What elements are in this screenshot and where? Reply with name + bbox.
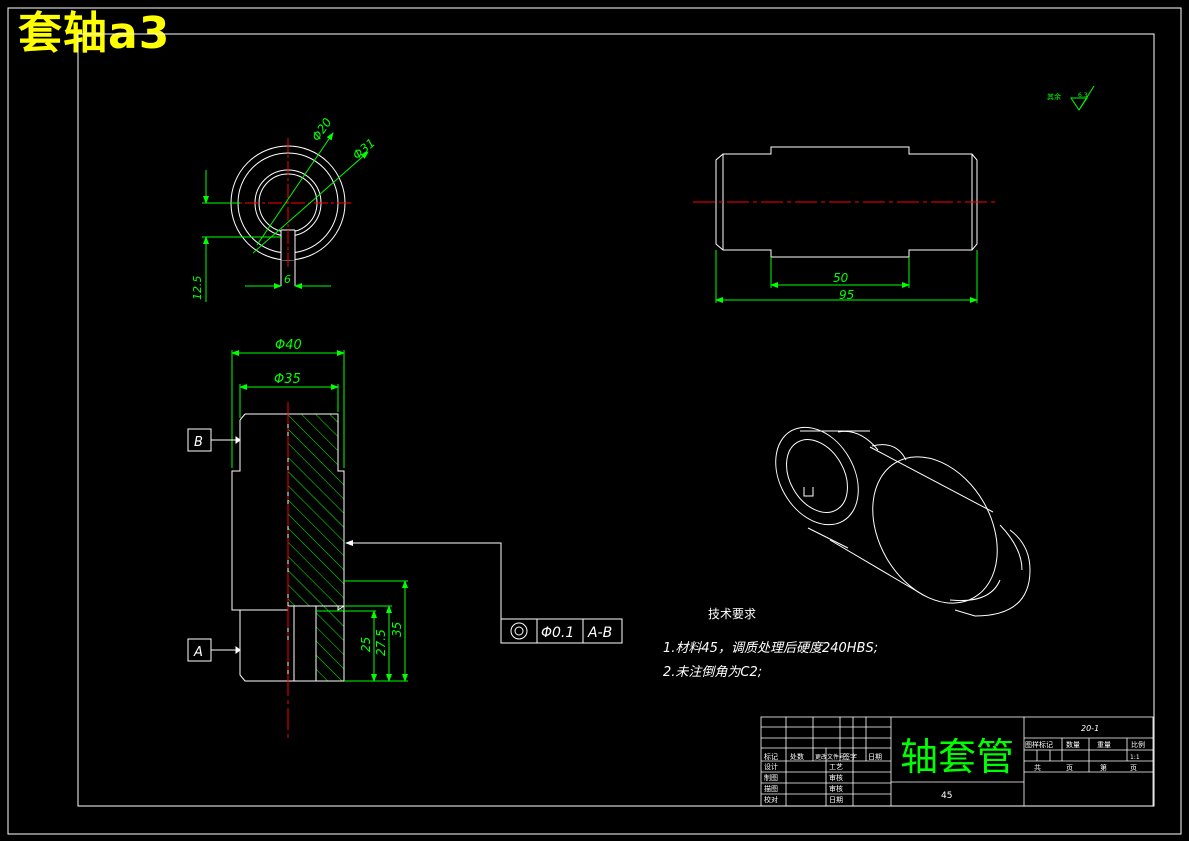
roughness-note: 其余 — [1047, 92, 1061, 101]
header-weight: 重量 — [1097, 741, 1111, 749]
concentricity-icon — [510, 622, 528, 640]
drawing-number: 20-1 — [1081, 724, 1099, 733]
dim-25: 25 — [359, 637, 373, 652]
sheet-no-label: 第 — [1100, 763, 1107, 772]
role-design: 设计 — [764, 762, 778, 771]
role-process: 工艺 — [829, 763, 843, 771]
rev-doc: 更改文件号 — [815, 753, 845, 761]
dim-95: 95 — [839, 288, 854, 302]
outer-frame — [7, 7, 1182, 835]
note-2: 2.未注倒角为C2; — [663, 665, 762, 680]
datum-b: B — [194, 435, 203, 450]
role-review-2: 审核 — [829, 784, 843, 793]
dim-50: 50 — [833, 271, 849, 285]
roughness-value: 6.3 — [1078, 92, 1088, 99]
roughness-symbol — [1070, 85, 1095, 111]
inner-frame — [77, 33, 1155, 807]
tolerance-value: Φ0.1 — [541, 625, 574, 641]
role-draw: 制图 — [764, 773, 778, 782]
sheet-total-unit: 页 — [1066, 764, 1073, 772]
tolerance-frame — [345, 540, 623, 644]
dim-d40: Φ40 — [275, 338, 302, 353]
end-view — [202, 132, 369, 302]
section-dims — [231, 350, 408, 682]
dim-12-5: 12.5 — [191, 276, 204, 301]
section-view — [231, 402, 345, 738]
rev-count: 处数 — [790, 752, 804, 761]
header-mark: 图样标记 — [1025, 740, 1053, 749]
role-date: 日期 — [829, 796, 843, 804]
datum-a: A — [193, 645, 203, 660]
tolerance-datum: A-B — [587, 625, 612, 641]
sheet-total-label: 共 — [1034, 763, 1041, 772]
notes-heading: 技术要求 — [708, 607, 756, 621]
dim-27-5: 27.5 — [374, 629, 388, 656]
role-review: 审核 — [829, 773, 843, 782]
role-check: 校对 — [764, 795, 778, 804]
sheet-no-unit: 页 — [1130, 764, 1137, 772]
dim-d31: Φ31 — [350, 136, 378, 163]
rev-date: 日期 — [868, 753, 882, 761]
dim-6: 6 — [284, 273, 291, 286]
title-block — [760, 716, 1154, 807]
scale-value: 1:1 — [1130, 754, 1140, 761]
isometric-view — [775, 426, 1031, 617]
side-view-dims — [715, 250, 978, 303]
dim-d35: Φ35 — [274, 372, 301, 387]
rev-sign: 签字 — [843, 752, 857, 761]
material: 45 — [941, 791, 952, 801]
role-trace: 描图 — [764, 784, 778, 793]
dim-35: 35 — [390, 622, 404, 637]
datum-markers — [187, 428, 241, 662]
note-1: 1.材料45，调质处理后硬度240HBS; — [663, 641, 878, 656]
rev-mark: 标记 — [764, 752, 778, 761]
part-name: 轴套管 — [900, 735, 1014, 779]
header-qty: 数量 — [1066, 740, 1080, 749]
dim-d20: Φ20 — [309, 115, 335, 144]
header-scale: 比例 — [1131, 740, 1145, 749]
